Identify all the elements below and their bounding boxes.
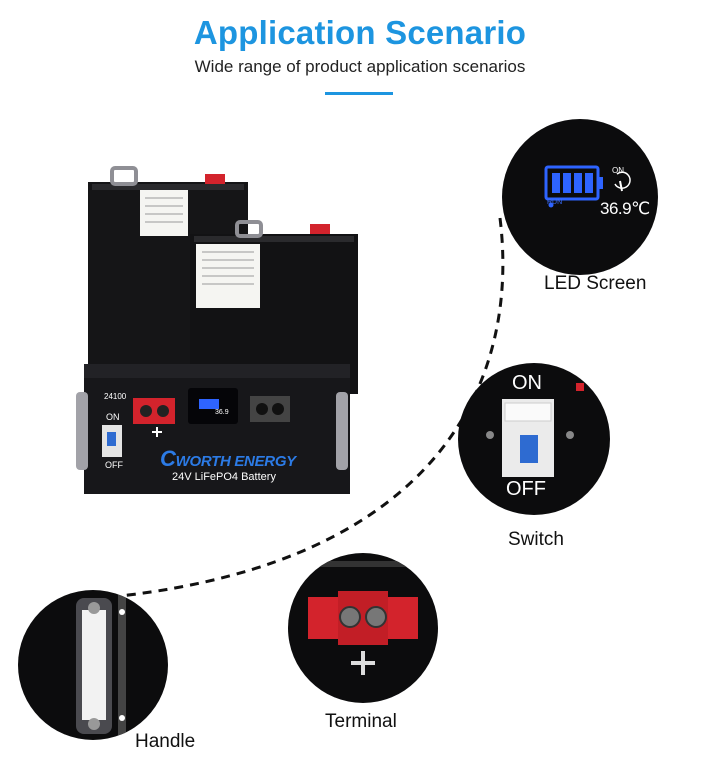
label-switch: Switch xyxy=(508,529,564,550)
label-handle: Handle xyxy=(135,731,196,752)
terminal-callout xyxy=(288,553,438,703)
handle-callout xyxy=(18,590,168,740)
label-terminal: Terminal xyxy=(325,711,397,732)
battery-switch-on-label: ON xyxy=(106,412,120,422)
led-on-text: ON xyxy=(612,166,624,175)
led-temperature-readout: 36.9℃ xyxy=(600,199,650,218)
led-run-text: RUN xyxy=(547,199,563,206)
battery-model-number: 24100 xyxy=(104,392,127,401)
page-title: Application Scenario xyxy=(193,14,527,51)
page-subtitle: Wide range of product application scenar… xyxy=(194,57,526,76)
brand-logo: CWORTH ENERGY xyxy=(160,446,296,471)
switch-callout xyxy=(458,363,610,515)
switch-off-text: OFF xyxy=(506,478,546,500)
label-led-screen: LED Screen xyxy=(544,273,647,294)
battery-model-line: 24V LiFePO4 Battery xyxy=(172,471,276,483)
battery-display-temp: 36.9 xyxy=(215,409,229,416)
title-underline xyxy=(325,92,393,95)
led-screen-callout xyxy=(502,119,658,275)
battery-switch-off-label: OFF xyxy=(105,460,123,470)
switch-on-text: ON xyxy=(512,372,542,394)
